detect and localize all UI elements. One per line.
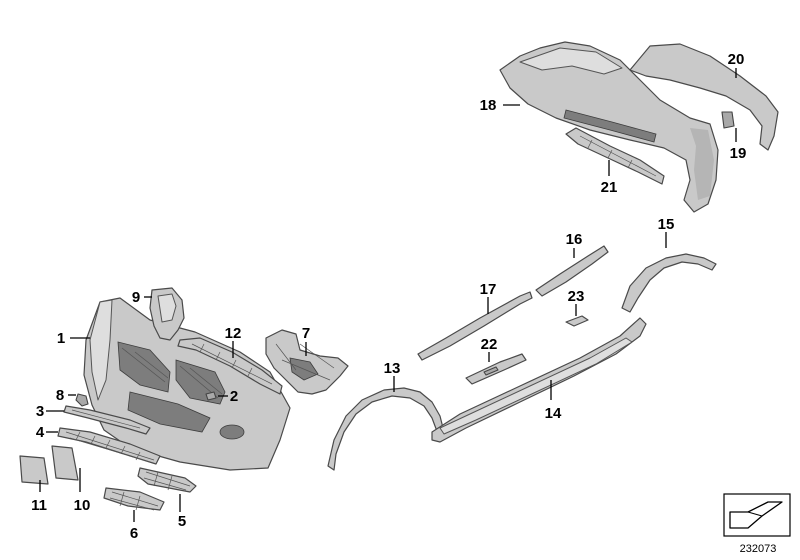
callout-9: 9 (132, 289, 140, 306)
callout-13: 13 (384, 360, 401, 377)
callout-labels: 1 2 3 4 5 6 7 8 9 10 11 12 13 14 15 16 1… (31, 51, 746, 542)
fastener-part[interactable] (721, 111, 735, 129)
callout-3: 3 (36, 403, 44, 420)
callout-1: 1 (57, 330, 65, 347)
lower-strip-part[interactable] (63, 405, 151, 435)
callout-6: 6 (130, 525, 138, 542)
callout-8: 8 (56, 387, 64, 404)
callout-7: 7 (302, 325, 310, 342)
callout-2: 2 (230, 388, 238, 405)
leader-lines (39, 68, 737, 522)
front-wheel-arch-part[interactable] (327, 387, 445, 471)
callout-5: 5 (178, 513, 186, 530)
callout-22: 22 (481, 336, 498, 353)
clip-part[interactable] (205, 391, 217, 401)
impact-absorber-part[interactable] (177, 337, 283, 395)
bracket-part[interactable] (265, 329, 349, 395)
air-duct-part[interactable] (149, 287, 185, 341)
reflector-left-part[interactable] (51, 445, 79, 481)
callout-16: 16 (566, 231, 583, 248)
rear-spoiler-part[interactable] (629, 43, 779, 151)
direction-arrow-icon (723, 493, 791, 537)
callout-15: 15 (658, 216, 675, 233)
callout-4: 4 (36, 424, 45, 441)
callout-14: 14 (545, 405, 562, 422)
lower-grille-part[interactable] (57, 427, 161, 465)
callout-12: 12 (225, 325, 242, 342)
callout-21: 21 (601, 179, 618, 196)
reference-number: 232073 (740, 543, 777, 555)
callout-10: 10 (74, 497, 91, 514)
small-bracket-part[interactable] (75, 393, 89, 407)
rear-bumper-part[interactable] (499, 41, 719, 213)
callout-17: 17 (480, 281, 497, 298)
side-sill-part[interactable] (431, 317, 647, 443)
fog-grille-left-part[interactable] (103, 487, 165, 511)
rear-wheel-arch-part[interactable] (621, 253, 717, 313)
emblem-plate-part[interactable] (465, 353, 527, 385)
callout-11: 11 (31, 497, 47, 514)
reflector-right-part[interactable] (19, 455, 49, 485)
trim-strip-lower-part[interactable] (417, 291, 533, 361)
callout-23: 23 (568, 288, 585, 305)
fog-grille-right-part[interactable] (137, 467, 197, 493)
small-cap-part[interactable] (565, 315, 589, 327)
callout-19: 19 (730, 145, 747, 162)
callout-20: 20 (728, 51, 745, 68)
callout-18: 18 (480, 97, 497, 114)
trim-strip-upper-part[interactable] (535, 245, 609, 297)
rear-support-part[interactable] (565, 127, 665, 185)
